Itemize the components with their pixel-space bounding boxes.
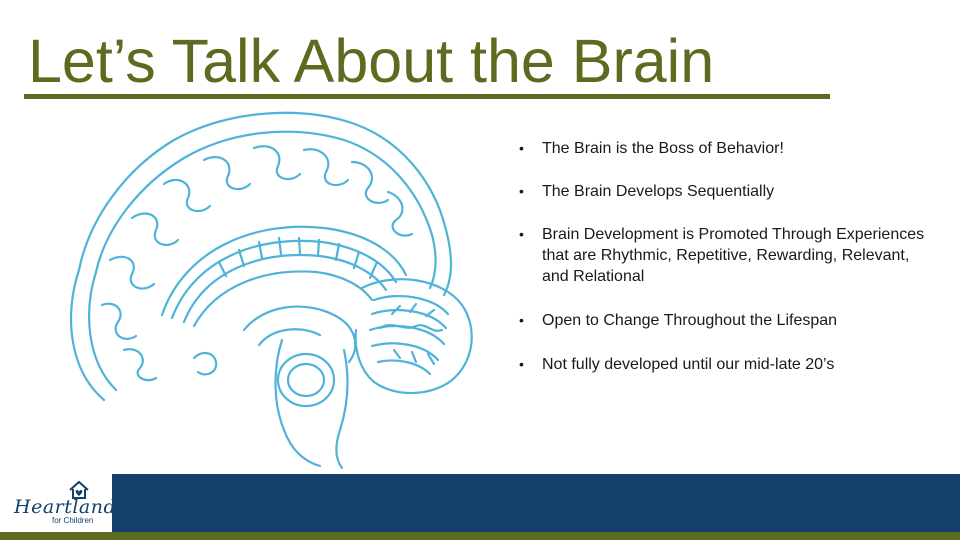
house-heart-icon — [69, 480, 89, 499]
bullet-dot: • — [519, 356, 524, 372]
bullet-text: The Brain is the Boss of Behavior! — [542, 140, 784, 157]
bullet-text: The Brain Develops Sequentially — [542, 183, 775, 200]
bullet-item: • Open to Change Throughout the Lifespan — [519, 310, 939, 331]
logo — [0, 474, 112, 532]
logo-name: Heartland — [14, 496, 117, 518]
brain-illustration — [70, 111, 473, 470]
footer-accent-line — [0, 532, 960, 540]
logo-tagline: for Children — [52, 516, 94, 525]
bullet-dot: • — [519, 226, 524, 242]
bullet-dot: • — [519, 183, 524, 199]
bullet-item: • The Brain Develops Sequentially — [519, 181, 939, 202]
bullet-text: Not fully developed until our mid-late 2… — [542, 356, 835, 373]
footer-bar — [0, 474, 960, 532]
bullet-text: Brain Development is Promoted Through Ex… — [542, 226, 925, 285]
bullet-item: • Not fully developed until our mid-late… — [519, 354, 939, 375]
bullet-text: Open to Change Throughout the Lifespan — [542, 312, 838, 329]
slide-title: Let’s Talk About the Brain — [28, 27, 715, 95]
bullet-dot: • — [519, 312, 524, 328]
bullet-dot: • — [519, 140, 524, 156]
title-underline — [24, 94, 830, 99]
bullet-item: • Brain Development is Promoted Through … — [519, 224, 939, 287]
bullet-item: • The Brain is the Boss of Behavior! — [519, 138, 939, 159]
